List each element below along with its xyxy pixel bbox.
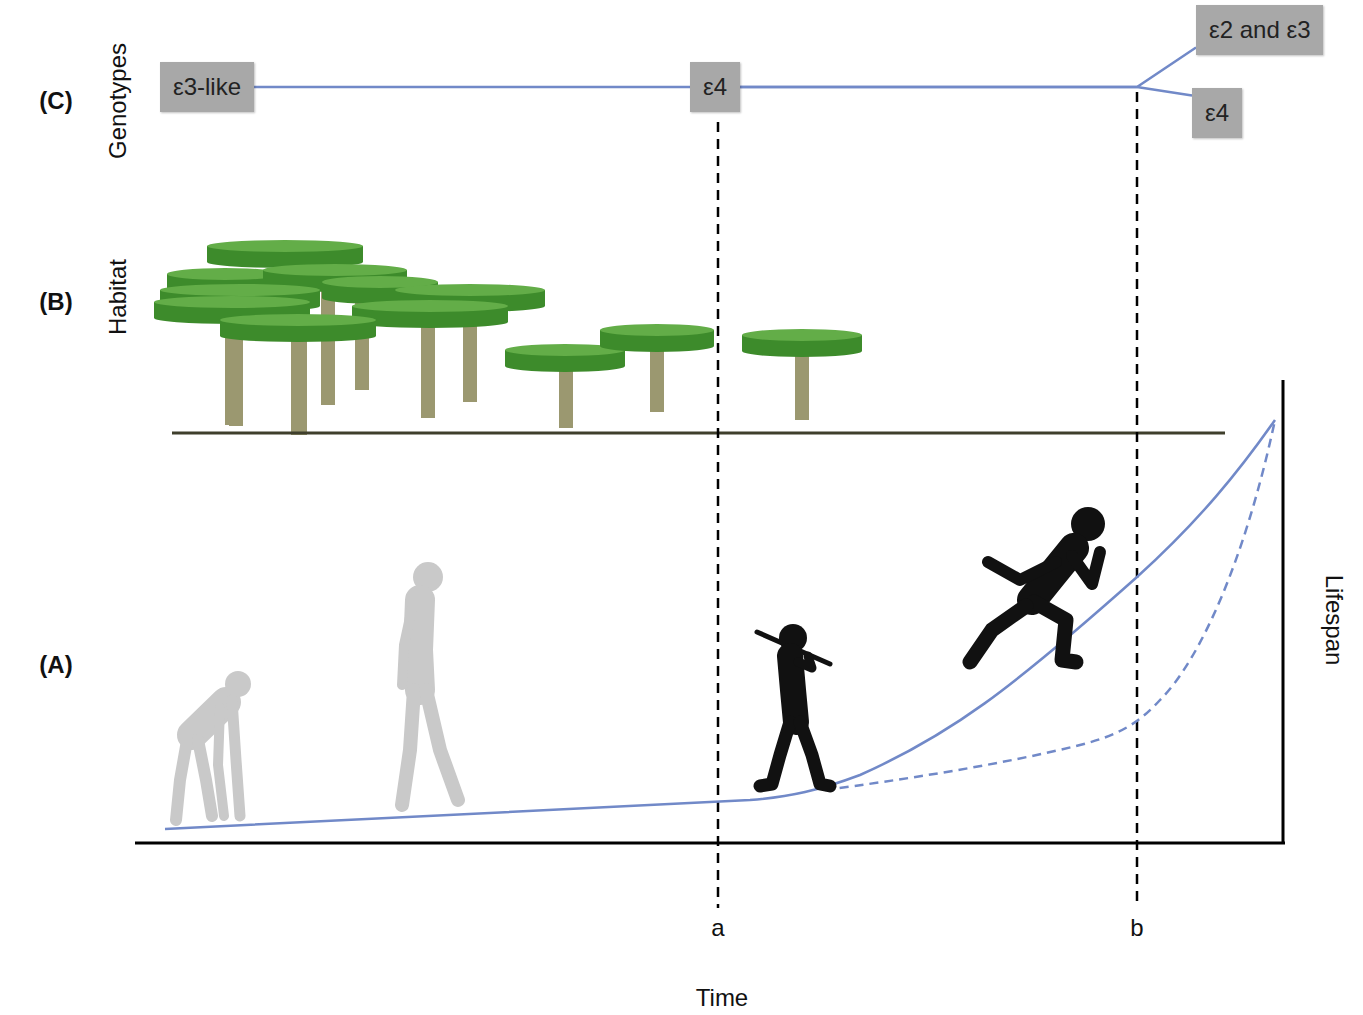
hominin-leg <box>426 690 458 800</box>
axis-label: Habitat <box>104 259 132 335</box>
time-axis <box>135 842 1285 845</box>
runner-leg <box>970 606 1026 662</box>
hominin-arm <box>402 608 412 685</box>
marker-line <box>717 122 720 908</box>
tree-canopy-top <box>160 284 320 296</box>
runner-arm <box>1072 552 1100 584</box>
tree-canopy-top <box>154 296 310 308</box>
genotype-box: ε3-like <box>160 62 254 112</box>
ape-leg <box>198 740 212 816</box>
axis-label: (C) <box>39 87 72 115</box>
tree-trunk <box>291 330 305 435</box>
lifespan-axis <box>1282 380 1285 844</box>
axis-label: (B) <box>39 288 72 316</box>
tree-canopy-top <box>352 300 508 312</box>
lineage-line <box>740 87 1192 96</box>
runner-arm <box>988 562 1056 580</box>
hominin-silhouette <box>402 562 458 805</box>
tree-trunk <box>421 316 435 418</box>
tree-canopy-top <box>742 329 862 341</box>
lineage-line <box>740 48 1196 88</box>
tree-canopy-top <box>207 240 363 252</box>
lineage-line <box>254 86 690 89</box>
lifespan-curve-dashed <box>825 420 1275 790</box>
homo-arm <box>798 656 812 668</box>
tree-canopy-top <box>220 314 376 326</box>
hominin-body <box>418 600 420 690</box>
runner-leg <box>1034 602 1076 662</box>
axis-label: a <box>711 914 724 942</box>
homo-leg <box>760 722 790 786</box>
axis-label: b <box>1130 914 1143 942</box>
axis-label: (A) <box>39 651 72 679</box>
lifespan-curve <box>165 420 1275 829</box>
tree-canopy-top <box>263 264 407 276</box>
homo-body <box>790 656 796 722</box>
axis-label: Lifespan <box>1320 575 1348 666</box>
axis-label: Genotypes <box>104 43 132 159</box>
ape-leg <box>176 735 188 820</box>
tree-canopy-top <box>395 284 545 296</box>
ground-line <box>172 432 1225 435</box>
ape-arm <box>232 700 240 816</box>
homo-leg <box>800 722 830 786</box>
homo-silhouette <box>757 624 830 786</box>
marker-line <box>1136 92 1139 908</box>
genotype-box: ε4 <box>1192 88 1242 138</box>
ape-arm <box>218 708 224 816</box>
tree-canopy-top <box>600 324 714 336</box>
ape-silhouette <box>176 671 251 820</box>
genotype-label: ε3-like <box>173 72 241 102</box>
genotype-box: ε2 and ε3 <box>1196 5 1323 55</box>
forest <box>154 240 862 435</box>
runner-silhouette <box>970 507 1105 662</box>
genotype-label: ε4 <box>1205 98 1229 128</box>
axis-label: Time <box>696 984 748 1012</box>
hominin-leg <box>402 690 414 805</box>
genotype-label: ε2 and ε3 <box>1209 15 1310 45</box>
genotype-label: ε4 <box>703 72 727 102</box>
genotype-box: ε4 <box>690 62 740 112</box>
